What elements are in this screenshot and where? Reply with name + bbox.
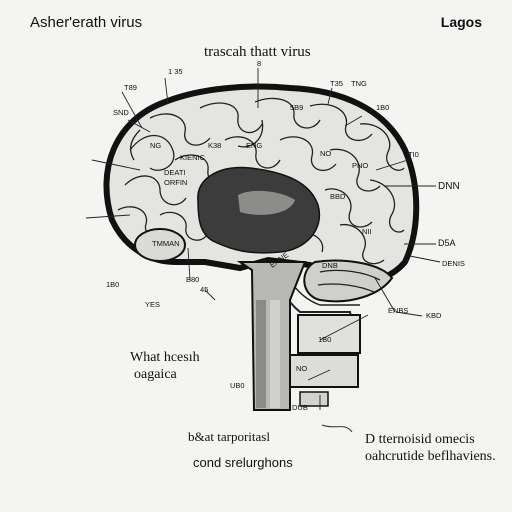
label-c: T89 — [124, 83, 137, 92]
label-ac: DNB — [322, 261, 338, 270]
label-l: NO — [320, 149, 331, 158]
label-r: PNO — [352, 161, 368, 170]
label-ai: NO — [296, 364, 307, 373]
label-h: 5B9 — [290, 103, 303, 112]
right-caption-line1: D tternoisid omecis — [365, 432, 475, 447]
label-w: 1B0 — [106, 280, 119, 289]
bottom-caption-line2: cond srelurghons — [193, 455, 293, 470]
label-a: 1 35 — [168, 67, 183, 76]
label-b: 8 — [257, 59, 261, 68]
label-ae: KBD — [426, 311, 442, 320]
header-right-text: Lagos — [440, 14, 482, 30]
left-note-line1: What hcesıh — [130, 350, 200, 365]
label-af: 1B0 — [318, 335, 331, 344]
label-y: B80 — [186, 275, 199, 284]
label-e: TNG — [351, 79, 367, 88]
label-u: D5A — [438, 238, 456, 248]
label-o: ORFIN — [164, 178, 187, 187]
caption-connector — [321, 424, 353, 433]
label-j: K38 — [208, 141, 221, 150]
label-x: YES — [145, 300, 160, 309]
label-n: DEATI — [164, 168, 186, 177]
label-q: TI0 — [408, 150, 419, 159]
label-p: BBD — [330, 192, 346, 201]
label-v: DENIS — [442, 259, 465, 268]
cortex-folds — [117, 97, 405, 265]
header-left-text: Asher'erath virus — [30, 14, 143, 31]
label-z: 45 — [200, 285, 208, 294]
label-k: ENG — [246, 141, 262, 150]
label-i: NG — [150, 141, 161, 150]
diagram-title: trascah thatt virus — [204, 44, 311, 60]
label-s: DNN — [438, 181, 460, 192]
label-ad: ENBS — [388, 306, 408, 315]
label-ag: DUB — [292, 403, 308, 412]
label-m: KIENIC — [180, 153, 206, 162]
left-note-line2: oagaica — [134, 367, 177, 382]
temporal-lobe — [134, 228, 186, 262]
stem-box-lower — [289, 354, 359, 388]
label-g: SND — [113, 108, 129, 117]
bottom-caption-line1: b&at tarporitasl — [188, 429, 270, 444]
stem-box-upper — [297, 314, 361, 354]
right-caption-line2: oahcrutide beflhaviens. — [365, 449, 496, 464]
leader-lines — [85, 68, 441, 410]
label-f: 1B0 — [376, 103, 389, 112]
label-t: NII — [362, 227, 372, 236]
label-d: T35 — [330, 79, 343, 88]
label-aa: TMMAN — [152, 239, 180, 248]
label-ah: UB0 — [230, 381, 245, 390]
